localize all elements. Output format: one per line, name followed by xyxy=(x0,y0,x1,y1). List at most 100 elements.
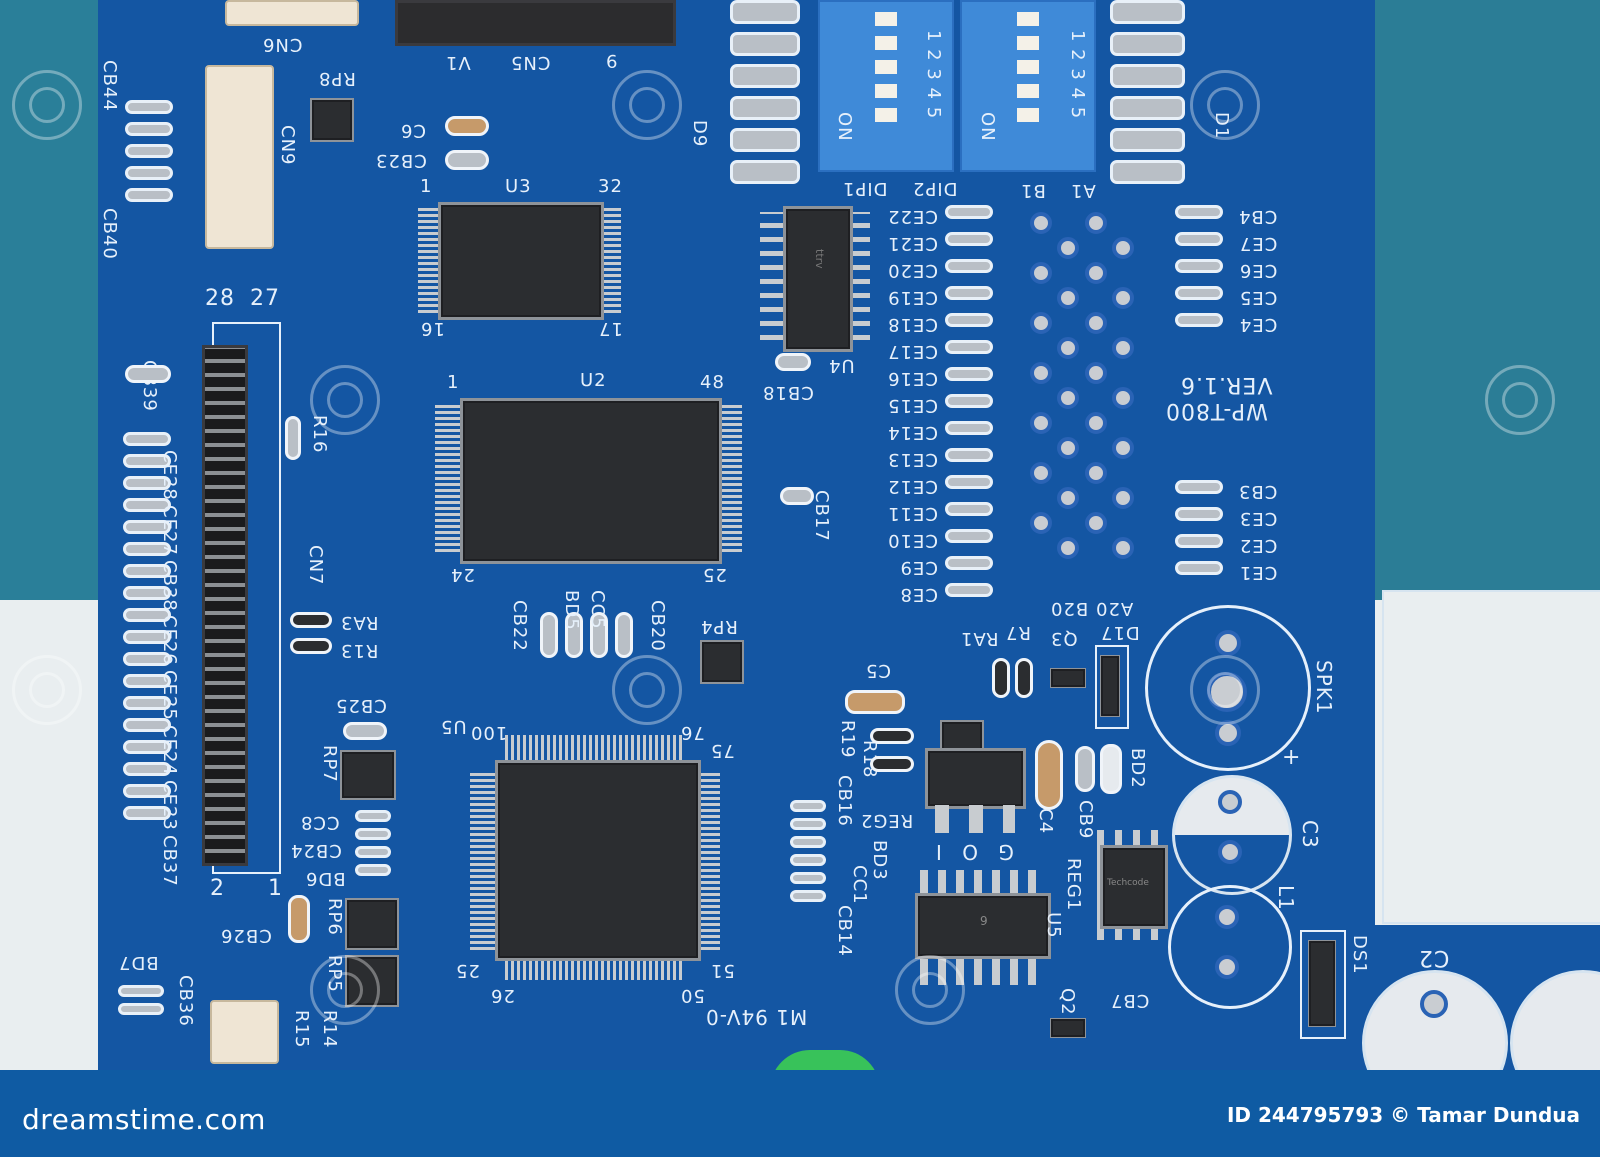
label-cb7: CB7 xyxy=(1110,990,1150,1011)
c3-pad-1 xyxy=(1218,790,1242,814)
label-c3: C3 xyxy=(1298,820,1322,849)
resistor-array-rp8 xyxy=(310,98,354,142)
label-cb22: CB22 xyxy=(509,600,530,652)
label-ra1: RA1 xyxy=(960,628,999,649)
label-c5: C5 xyxy=(865,660,892,681)
label-u2: U2 xyxy=(580,370,607,391)
resistor-r18 xyxy=(870,756,914,772)
label-b20: B20 xyxy=(1050,598,1089,619)
transistor-q2 xyxy=(1050,1018,1086,1038)
label-cb9: CB9 xyxy=(1075,800,1096,840)
label-rp6: RP6 xyxy=(324,898,345,936)
label-1: 1 xyxy=(268,876,283,901)
watermark-logo xyxy=(310,365,380,435)
label-rp4: RP4 xyxy=(700,616,738,637)
label-b1: B1 xyxy=(1020,180,1046,201)
label-on-2: ON xyxy=(977,112,998,142)
label-reg1: REG1 xyxy=(1063,858,1084,912)
label-cb36: CB36 xyxy=(175,975,196,1027)
capacitor-c4 xyxy=(1035,740,1063,810)
board-cutout xyxy=(1382,590,1600,924)
pad-column-d9 xyxy=(730,0,800,192)
capacitor-cb26 xyxy=(288,895,310,943)
label-reg2: REG2 xyxy=(860,810,914,831)
label-cb44: CB44 xyxy=(99,60,120,112)
label-cn5: CN5 xyxy=(510,52,551,73)
label-bd7: BD7 xyxy=(118,952,159,973)
transistor-q3 xyxy=(1050,668,1086,688)
label-q3: Q3 xyxy=(1050,628,1078,649)
resistor-array-rp6 xyxy=(345,898,399,950)
label-bd6: BD6 xyxy=(305,868,346,889)
pad-column-d1 xyxy=(1110,0,1185,192)
label-cb14: CB14 xyxy=(834,905,855,957)
label-ce18: CE18 xyxy=(887,314,938,335)
label-ce11: CE11 xyxy=(887,503,938,524)
pad-column-cb16 xyxy=(790,800,826,908)
label-ce22: CE22 xyxy=(887,206,938,227)
connector-cn7 xyxy=(202,345,248,866)
label-cb3: CB3 xyxy=(1238,481,1278,502)
capacitor-cb18 xyxy=(775,353,811,371)
label-pin51: 51 xyxy=(710,960,735,981)
label-27: 27 xyxy=(250,286,280,311)
label-u5-mcu: U5 xyxy=(440,716,467,737)
watermark-logo xyxy=(1485,365,1555,435)
label-cn6: CN6 xyxy=(262,34,303,55)
label-ce21: CE21 xyxy=(887,233,938,254)
speaker-pad-1 xyxy=(1215,630,1241,656)
u4-marking: ttrv xyxy=(813,249,826,269)
label-ce24: CE24 xyxy=(159,725,180,776)
watermark-logo xyxy=(1190,655,1260,725)
capacitor-c6 xyxy=(445,116,489,136)
cb4-label-column: CB4 CE7 CE6 CE5 CE4 xyxy=(1238,200,1277,335)
chip-u2 xyxy=(460,398,722,564)
label-r7: R7 xyxy=(1005,622,1031,643)
resistor-r19 xyxy=(870,728,914,744)
connector-cn5 xyxy=(395,0,676,46)
watermark-logo xyxy=(1190,70,1260,140)
pad-column-left xyxy=(123,432,171,828)
label-dip1-numbers: 1 2 3 4 5 xyxy=(923,30,944,120)
label-2: 2 xyxy=(210,876,225,901)
label-c6: C6 xyxy=(400,120,427,141)
label-ce19: CE19 xyxy=(887,287,938,308)
label-28: 28 xyxy=(205,286,235,311)
label-ce12: CE12 xyxy=(887,476,938,497)
stock-site-logo[interactable]: dreamstime.com xyxy=(22,1103,266,1136)
label-cc8: CC8 xyxy=(300,812,340,833)
label-u2-pin1: 1 xyxy=(447,372,460,393)
label-ce26: CE26 xyxy=(159,615,180,666)
dip-switch-1[interactable] xyxy=(818,0,954,172)
pad-column-ce xyxy=(945,205,993,610)
label-c4: C4 xyxy=(1035,808,1056,835)
label-ce13: CE13 xyxy=(887,449,938,470)
pad-column-bd7 xyxy=(118,985,164,1021)
label-ce17: CE17 xyxy=(887,341,938,362)
resistor-r13 xyxy=(290,638,332,654)
inductor-l1 xyxy=(1168,885,1292,1009)
diode-d17-outline xyxy=(1095,645,1129,729)
label-u2-pin24: 24 xyxy=(450,564,475,585)
chip-u5: 9 xyxy=(915,893,1051,959)
label-ce25: CE25 xyxy=(159,670,180,721)
label-cb26: CB26 xyxy=(220,925,272,946)
label-ce3: CE3 xyxy=(1238,508,1278,529)
bead-bd2 xyxy=(1100,744,1122,794)
resistor-r16 xyxy=(285,416,301,460)
label-pin50: 50 xyxy=(680,985,705,1006)
dip-switch-2[interactable] xyxy=(960,0,1096,172)
label-cn9: CN9 xyxy=(277,125,298,166)
label-on-1: ON xyxy=(834,112,855,142)
capacitor-c5 xyxy=(845,690,905,714)
reg1-marking: Techcode xyxy=(1107,878,1149,888)
reg2-pins xyxy=(935,805,1015,833)
watermark-logo xyxy=(612,655,682,725)
resistor-r7 xyxy=(1015,658,1033,698)
label-u4: U4 xyxy=(828,355,855,376)
chip-u4: ttrv xyxy=(783,206,853,352)
connector-cn9 xyxy=(205,65,274,249)
resistor-ra1 xyxy=(992,658,1010,698)
capacitor-cb25 xyxy=(343,722,387,740)
label-cb38: CB38 xyxy=(159,560,180,612)
